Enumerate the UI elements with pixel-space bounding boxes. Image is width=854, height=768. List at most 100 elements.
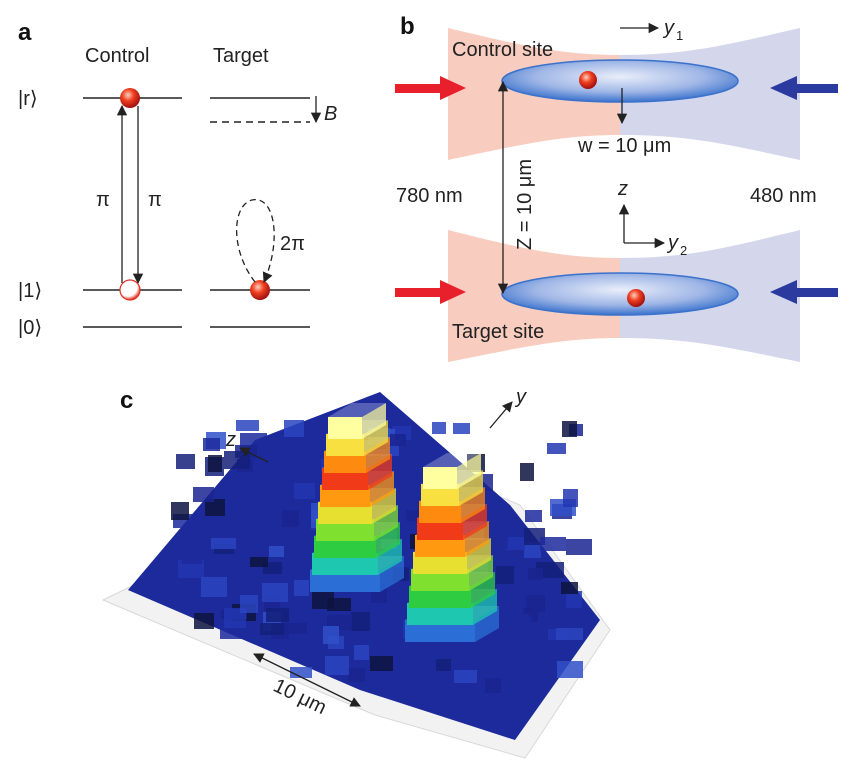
- surface-tile: [354, 645, 369, 660]
- target-atom-icon: [250, 280, 270, 300]
- control-site-atom-icon: [579, 71, 597, 89]
- surface-tile: [211, 538, 236, 549]
- surface-tile: [205, 499, 225, 516]
- surface-tile: [294, 580, 309, 596]
- surface-tile: [496, 566, 514, 584]
- panel-a: a Control Target |r⟩ |1⟩ |0⟩ B π π 2π: [18, 19, 337, 339]
- surface-tile: [224, 451, 250, 469]
- c-y-axis-arrow: [489, 401, 513, 429]
- ket-1-label: |1⟩: [18, 280, 42, 302]
- panel-c: c z y 10 μm: [101, 386, 611, 759]
- surface-tile: [282, 510, 299, 527]
- surface-tile: [262, 636, 278, 646]
- surface-tile: [294, 483, 315, 499]
- control-atom-rydberg-icon: [120, 88, 140, 108]
- surface-tile: [284, 623, 307, 634]
- surface-tile: [557, 661, 583, 678]
- surface-tile: [485, 678, 501, 693]
- surface-tile: [193, 487, 214, 502]
- surface-tile: [453, 423, 470, 434]
- z-axis-label: z: [617, 178, 628, 200]
- surface-tile: [351, 612, 370, 631]
- pi-down-label: π: [148, 189, 162, 211]
- c-z-axis-label: z: [225, 429, 236, 451]
- left-wavelength-label: 780 nm: [396, 185, 463, 207]
- surface-tile: [270, 525, 291, 538]
- red-laser-lower-arrow: [395, 280, 466, 304]
- blue-laser-lower-arrow: [770, 280, 838, 304]
- control-trap: [501, 59, 739, 103]
- panel-b: b Control site Target site y 1 w = 10 μm…: [395, 13, 838, 362]
- y2-axis-subscript: 2: [680, 243, 687, 258]
- surface-tile: [236, 420, 259, 431]
- panel-a-letter: a: [18, 19, 32, 46]
- left-peak-layer: [328, 403, 386, 439]
- y1-axis-label: y: [662, 17, 675, 39]
- target-site-atom-icon: [627, 289, 645, 307]
- surface-tile: [556, 628, 583, 640]
- surface-tile: [540, 537, 566, 551]
- surface-tile: [547, 443, 566, 454]
- target-label: Target: [213, 45, 269, 67]
- target-trap: [501, 272, 739, 316]
- surface-tile: [269, 546, 284, 557]
- surface-tile: [505, 537, 525, 550]
- right-wavelength-label: 480 nm: [750, 185, 817, 207]
- panel-b-letter: b: [400, 13, 415, 40]
- control-atom-hollow-icon: [119, 279, 141, 301]
- ket-r-label: |r⟩: [18, 88, 38, 110]
- fluorescence-peaks: [310, 403, 499, 642]
- surface-tile: [266, 608, 289, 622]
- surface-tile: [406, 510, 429, 521]
- surface-tile: [436, 659, 451, 671]
- surface-tile: [201, 577, 227, 597]
- surface-tile: [212, 525, 229, 539]
- surface-tile: [432, 422, 446, 434]
- surface-tile: [176, 454, 195, 469]
- waist-label: w = 10 μm: [577, 135, 671, 157]
- surface-tile: [171, 502, 189, 520]
- surface-tile: [203, 438, 220, 451]
- target-site-label: Target site: [452, 321, 544, 343]
- surface-tile: [414, 451, 432, 466]
- surface-tile: [525, 510, 542, 522]
- surface-tile: [229, 506, 245, 519]
- surface-tile: [323, 626, 339, 644]
- two-pi-loop: [236, 199, 275, 283]
- control-label: Control: [85, 45, 149, 67]
- surface-tile: [325, 656, 349, 675]
- surface-tile: [240, 595, 258, 613]
- y2-axis-label: y: [666, 232, 679, 254]
- scale-bar-arrow: [253, 653, 361, 707]
- surface-tile: [528, 568, 543, 580]
- surface-tile: [454, 670, 477, 683]
- red-laser-upper-arrow: [395, 76, 466, 100]
- surface-tile: [524, 528, 545, 545]
- surface-tile: [386, 434, 406, 446]
- surface-tile: [561, 582, 578, 594]
- surface-tile: [370, 656, 393, 671]
- surface-tile: [182, 549, 202, 564]
- blue-laser-upper-arrow: [770, 76, 838, 100]
- surface-tile: [526, 595, 545, 612]
- surface-tile: [208, 455, 222, 472]
- control-site-label: Control site: [452, 39, 553, 61]
- surface-tile: [563, 489, 578, 507]
- surface-tile: [348, 668, 365, 682]
- surface-tile: [250, 557, 268, 567]
- surface-tile: [520, 463, 534, 481]
- surface-tile: [524, 542, 541, 558]
- right-peak-layer: [423, 453, 481, 489]
- surface-tile: [260, 623, 284, 635]
- surface-tile: [504, 614, 528, 630]
- b-field-label: B: [324, 103, 337, 125]
- c-z-axis-arrow: [239, 447, 269, 463]
- pi-up-label: π: [96, 189, 110, 211]
- surface-tile: [262, 583, 288, 602]
- y1-axis-subscript: 1: [676, 28, 683, 43]
- two-pi-label: 2π: [280, 233, 305, 255]
- panel-c-letter: c: [120, 387, 133, 414]
- surface-tile: [178, 560, 204, 578]
- surface-tile: [562, 421, 577, 437]
